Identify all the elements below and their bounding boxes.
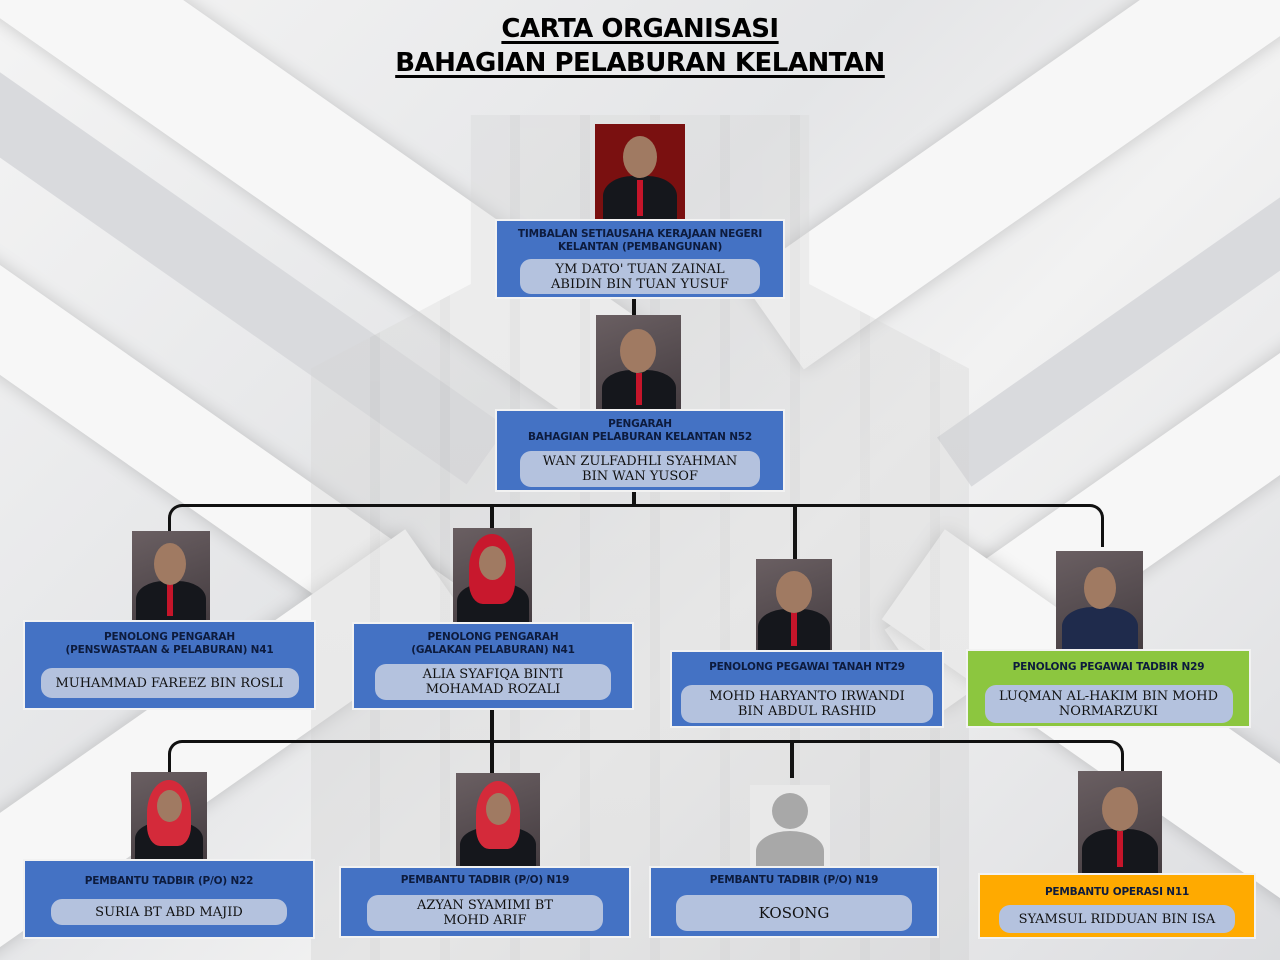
name-pill: KOSONG — [676, 895, 912, 931]
connector-tsk-pengarah — [632, 296, 636, 316]
role-label: PEMBANTU TADBIR (P/O) N19 — [400, 874, 570, 886]
name-pill: YM DATO' TUAN ZAINAL ABIDIN BIN TUAN YUS… — [520, 259, 760, 294]
role-label: PENOLONG PEGAWAI TADBIR N29 — [1012, 661, 1205, 673]
name-pill: SURIA BT ABD MAJID — [51, 899, 287, 925]
role-label: PENOLONG PENGARAH (PENSWASTAAN & PELABUR… — [65, 631, 274, 656]
node-pengarah: PENGARAH BAHAGIAN PELABURAN KELANTAN N52… — [495, 409, 785, 492]
photo-pengarah — [596, 315, 681, 410]
name-pill: MOHD HARYANTO IRWANDI BIN ABDUL RASHID — [681, 685, 933, 723]
role-label: PENGARAH BAHAGIAN PELABURAN KELANTAN N52 — [527, 418, 753, 443]
connector-pt-n19-b — [790, 740, 794, 778]
node-pt-n19-a: PEMBANTU TADBIR (P/O) N19 AZYAN SYAMIMI … — [339, 866, 631, 938]
role-label: PEMBANTU TADBIR (P/O) N19 — [709, 874, 879, 886]
photo-pt-n19-a — [456, 773, 540, 867]
photo-placeholder-kosong — [750, 785, 830, 868]
node-ppt-tanah: PENOLONG PEGAWAI TANAH NT29 MOHD HARYANT… — [670, 650, 944, 728]
chart-title-line1: CARTA ORGANISASI — [501, 14, 779, 44]
node-tsk: TIMBALAN SETIAUSAHA KERAJAAN NEGERI KELA… — [495, 219, 785, 299]
name-pill: SYAMSUL RIDDUAN BIN ISA — [999, 905, 1235, 933]
role-label: PEMBANTU TADBIR (P/O) N22 — [84, 875, 254, 887]
connector-pengarah-down — [632, 490, 636, 506]
name-pill: AZYAN SYAMIMI BT MOHD ARIF — [367, 895, 603, 931]
name-pill: MUHAMMAD FAREEZ BIN ROSLI — [40, 668, 299, 698]
connector-level2-bar — [168, 504, 1104, 547]
connector-galakan-down — [490, 708, 494, 743]
photo-tsk — [595, 124, 685, 221]
connector-pp-galakan — [490, 504, 494, 532]
chart-title-line2: BAHAGIAN PELABURAN KELANTAN — [395, 48, 885, 78]
name-pill: WAN ZULFADHLI SYAHMAN BIN WAN YUSOF — [520, 451, 760, 487]
user-silhouette-icon — [772, 793, 808, 829]
name-pill: ALIA SYAFIQA BINTI MOHAMAD ROZALI — [375, 664, 611, 700]
role-label: TIMBALAN SETIAUSAHA KERAJAAN NEGERI KELA… — [517, 228, 763, 253]
connector-pt-n19-a — [490, 740, 494, 776]
connector-ppt-tanah — [793, 504, 797, 560]
node-ppt-tadbir: PENOLONG PEGAWAI TADBIR N29 LUQMAN AL-HA… — [966, 649, 1251, 728]
photo-ppt-tanah — [756, 559, 832, 651]
node-pp-penswastaan: PENOLONG PENGARAH (PENSWASTAAN & PELABUR… — [23, 620, 316, 710]
photo-pp-penswastaan — [132, 531, 210, 622]
connector-level3-bar — [168, 740, 1124, 783]
photo-pt-n22 — [131, 772, 207, 860]
role-label: PEMBANTU OPERASI N11 — [1044, 886, 1190, 898]
node-pp-galakan: PENOLONG PENGARAH (GALAKAN PELABURAN) N4… — [352, 622, 634, 710]
role-label: PENOLONG PEGAWAI TANAH NT29 — [709, 661, 905, 673]
name-pill: LUQMAN AL-HAKIM BIN MOHD NORMARZUKI — [984, 685, 1233, 723]
node-po-n11: PEMBANTU OPERASI N11 SYAMSUL RIDDUAN BIN… — [978, 873, 1256, 939]
node-pt-n22: PEMBANTU TADBIR (P/O) N22 SURIA BT ABD M… — [23, 859, 315, 939]
photo-pp-galakan — [453, 528, 532, 624]
role-label: PENOLONG PENGARAH (GALAKAN PELABURAN) N4… — [411, 631, 575, 656]
node-pt-n19-b: PEMBANTU TADBIR (P/O) N19 KOSONG — [649, 866, 939, 938]
photo-ppt-tadbir — [1056, 551, 1143, 651]
photo-po-n11 — [1078, 771, 1162, 875]
